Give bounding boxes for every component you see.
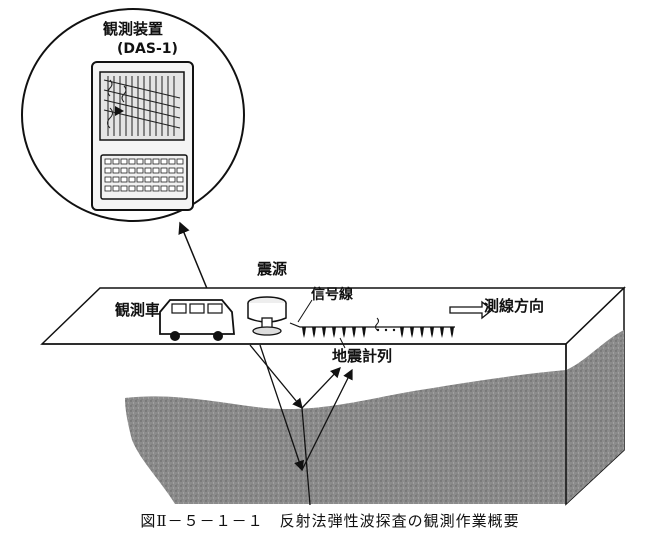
geophone-array-label: 地震計列 [332,347,393,365]
geophone-icon [440,327,444,338]
geophone-icon [302,327,306,338]
vehicle-label: 観測車 [115,301,161,319]
signal-cable-label: 信号線 [311,287,353,303]
geophone-array [302,317,454,338]
geophone-icon [420,327,424,338]
seismic-ray-paths [249,344,353,506]
figure-caption: 図Ⅱ－５－１－１ 反射法弾性波探査の観測作業概要 [140,512,520,530]
seismic-source-icon [247,296,287,336]
geophone-icon [362,327,366,338]
survey-direction-arrow [449,300,494,320]
reflector-layer-side [566,330,624,504]
ellipsis-dot [376,328,380,332]
cable-break-mark [375,317,379,331]
keyboard-keys [104,158,184,192]
geophone-icon [342,327,346,338]
source-label: 震源 [257,260,288,278]
observation-device-icon [91,61,194,211]
reflector-layer-front [125,370,566,504]
geophone-icon [450,327,454,338]
geophone-icon [332,327,336,338]
geophone-icon [352,327,356,338]
geophone-icon [322,327,326,338]
geophone-icon [430,327,434,338]
ellipsis-dot [392,328,396,332]
equipment-model: (DAS-1) [117,41,178,57]
ellipsis-dot [384,328,388,332]
geophone-icon [400,327,404,338]
equipment-title: 観測装置 [103,20,164,38]
geophone-icon [410,327,414,338]
survey-direction-label: 測線方向 [484,297,545,315]
geophone-icon [312,327,316,338]
observation-vehicle-icon [159,299,235,341]
